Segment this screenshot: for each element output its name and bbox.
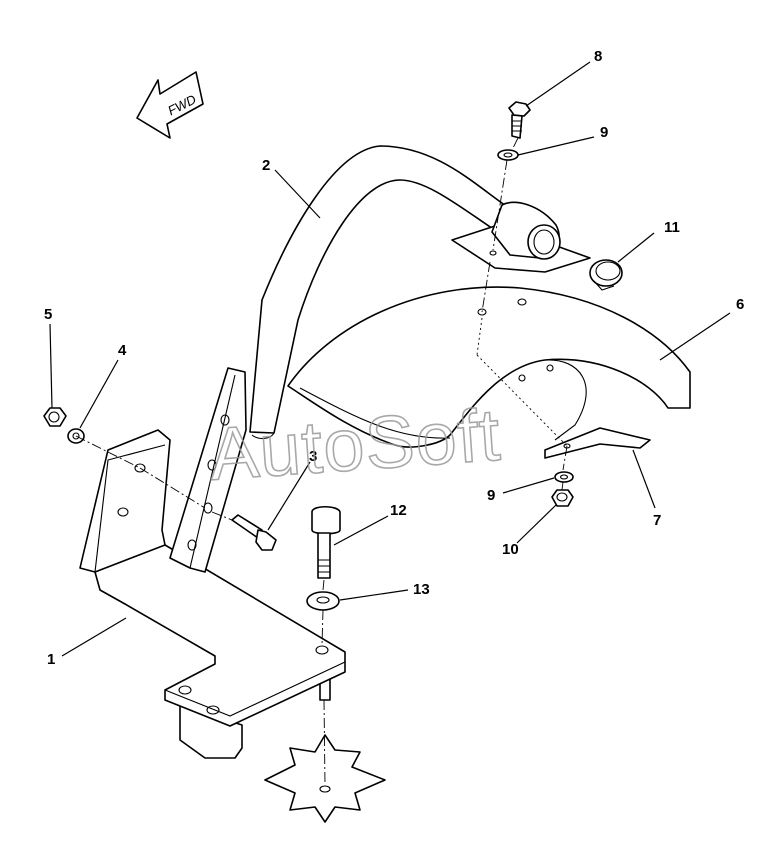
callout-6: 6 xyxy=(736,296,744,313)
tube-clamp xyxy=(451,201,591,273)
plug-11 xyxy=(589,259,623,291)
watermark: AutoSoft xyxy=(206,393,503,496)
washer-13 xyxy=(306,591,340,611)
support-strap xyxy=(169,367,247,573)
callout-13: 13 xyxy=(413,581,430,598)
callouts: 8 9 11 2 6 5 4 3 12 13 1 7 9 10 xyxy=(44,48,744,668)
nut-5 xyxy=(43,407,67,427)
leader-lines xyxy=(49,61,731,657)
callout-1: 1 xyxy=(47,651,55,668)
washer-9-lower xyxy=(554,471,574,483)
fender xyxy=(287,286,691,448)
callout-7: 7 xyxy=(653,512,661,529)
callout-3: 3 xyxy=(309,448,317,465)
callout-12: 12 xyxy=(390,502,407,519)
nut-10 xyxy=(551,489,574,507)
bolt-8 xyxy=(508,101,531,139)
fwd-arrow-icon: FWD xyxy=(136,71,204,139)
callout-8: 8 xyxy=(594,48,602,65)
callout-9b: 9 xyxy=(487,487,495,504)
fender-strip xyxy=(544,427,651,459)
mounting-bracket xyxy=(79,429,346,759)
bolt-3 xyxy=(231,514,277,551)
callout-2: 2 xyxy=(262,157,270,174)
center-lines xyxy=(75,137,568,786)
bolt-12 xyxy=(311,505,341,579)
callout-5: 5 xyxy=(44,306,52,323)
callout-11: 11 xyxy=(664,219,680,236)
callout-10: 10 xyxy=(502,541,519,558)
callout-4: 4 xyxy=(118,342,127,359)
washer-9-top xyxy=(497,149,519,161)
callout-9a: 9 xyxy=(600,124,608,141)
